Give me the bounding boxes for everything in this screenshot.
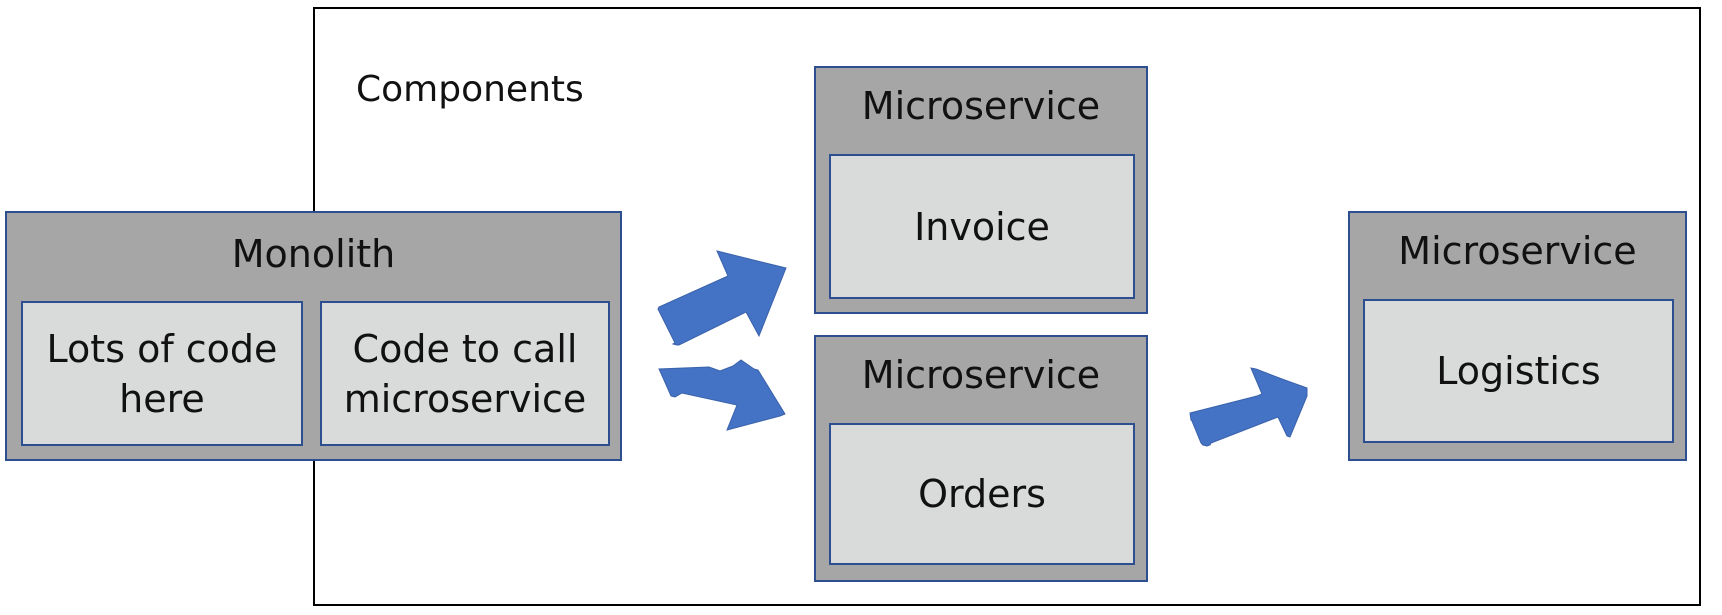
orders-component: Orders	[829, 423, 1135, 565]
lots-of-code-component: Lots of code here	[21, 301, 303, 446]
monolith-title: Monolith	[231, 232, 396, 276]
invoice-component: Invoice	[829, 154, 1135, 299]
component-label-line: microservice	[343, 376, 587, 421]
component-label: Orders	[918, 472, 1046, 516]
microservice-title: Microservice	[861, 84, 1101, 128]
components-label: Components	[356, 69, 584, 110]
monolith-box: Monolith Lots of code here Code to call …	[5, 211, 622, 461]
microservice-title: Microservice	[861, 353, 1101, 397]
logistics-component: Logistics	[1363, 299, 1674, 443]
logistics-microservice-box: Microservice Logistics	[1348, 211, 1687, 461]
component-label: Invoice	[914, 204, 1050, 249]
microservice-title: Microservice	[1398, 229, 1637, 273]
call-microservice-component: Code to call microservice	[320, 301, 610, 446]
component-label-line: Lots of code	[46, 326, 278, 371]
component-label: Logistics	[1436, 349, 1601, 393]
component-label-line: here	[119, 376, 205, 421]
invoice-microservice-box: Microservice Invoice	[814, 66, 1148, 314]
orders-microservice-box: Microservice Orders	[814, 335, 1148, 582]
component-label-line: Code to call	[352, 326, 578, 371]
